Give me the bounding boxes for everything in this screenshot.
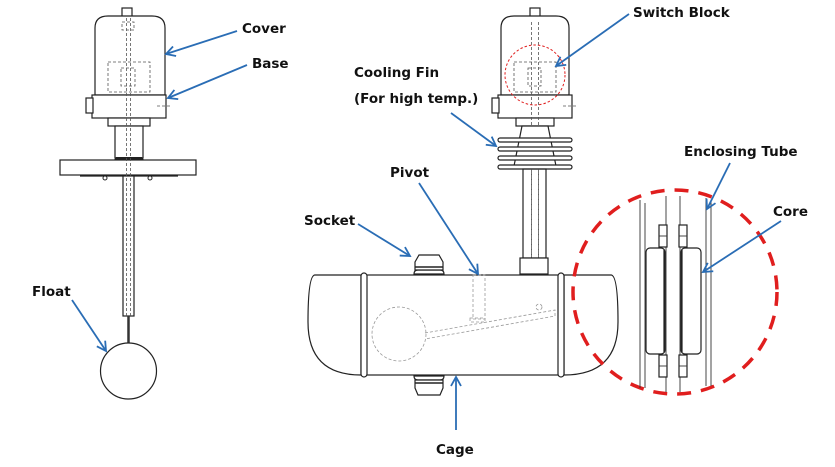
label-cage: Cage <box>436 442 474 458</box>
core-right <box>680 247 702 355</box>
label-cooling-fin: Cooling Fin <box>354 65 440 81</box>
cooling-fins <box>497 125 573 170</box>
arrow-base <box>166 64 248 101</box>
socket-bottom <box>413 375 445 396</box>
arrow-float <box>71 299 108 353</box>
label-enclosing-tube: Enclosing Tube <box>684 144 798 160</box>
label-pivot: Pivot <box>390 165 430 181</box>
switch-base <box>497 94 573 119</box>
callout-arrows <box>71 13 782 430</box>
label-base: Base <box>252 56 289 72</box>
stem-upper <box>114 125 144 159</box>
float-ball <box>99 342 158 400</box>
arrow-enclosing-tube <box>705 162 731 211</box>
cover-shape <box>94 15 166 96</box>
neck <box>107 117 151 127</box>
base-shape <box>91 94 167 119</box>
label-switch-block: Switch Block <box>633 5 730 21</box>
base-bolt <box>85 97 94 114</box>
label-float: Float <box>32 284 71 300</box>
label-socket: Socket <box>304 213 356 229</box>
arrow-socket <box>357 223 412 257</box>
detail-highlight-circle <box>571 188 779 396</box>
switch-cover <box>500 15 570 96</box>
label-cooling-fin-note: (For high temp.) <box>354 91 479 107</box>
label-cover: Cover <box>242 21 286 37</box>
socket-top <box>413 254 445 275</box>
arrow-cooling-fin <box>450 112 498 148</box>
arrow-switch-block <box>554 13 630 68</box>
arrow-core <box>701 220 782 274</box>
label-core: Core <box>773 204 808 220</box>
switch-block-highlight <box>504 44 566 106</box>
cage-mounted-switch <box>307 7 619 396</box>
top-mounted-switch <box>59 7 197 400</box>
cage-body <box>307 272 619 378</box>
extension-tube <box>522 168 547 259</box>
arrow-pivot <box>418 182 480 276</box>
float-rod <box>122 175 135 317</box>
core-left <box>645 247 666 355</box>
enclosing-tube-detail <box>571 188 779 396</box>
flange <box>59 159 197 176</box>
arrow-cover <box>164 30 238 57</box>
